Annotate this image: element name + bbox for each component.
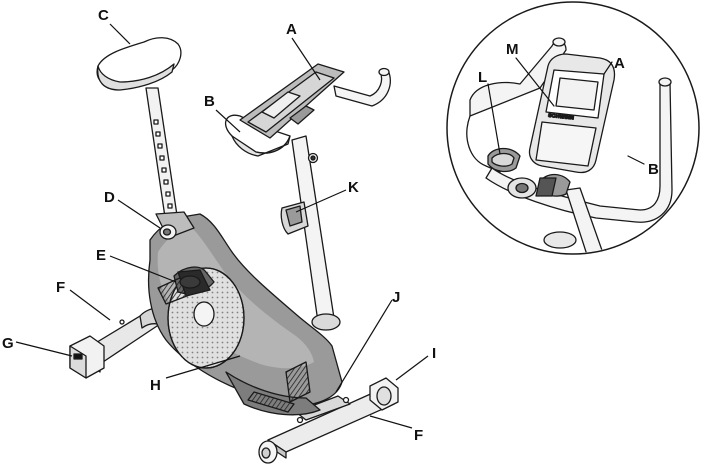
seat-assembly [97, 38, 194, 239]
leader-j [336, 300, 392, 392]
callout-h: H [150, 377, 161, 394]
exercise-bike [70, 38, 398, 463]
leader-f-front [370, 416, 412, 428]
callout-e: E [96, 247, 106, 264]
callout-c: C [98, 7, 109, 24]
leader-c [110, 24, 130, 44]
callout-b: B [204, 93, 215, 110]
leader-i [396, 356, 428, 380]
callout-k: K [348, 179, 359, 196]
callout-j: J [392, 289, 400, 306]
inset-callout-m: M [506, 41, 519, 58]
console-detail-inset: SCHWINN [447, 2, 699, 258]
inset-callout-b: B [648, 161, 659, 178]
callout-d: D [104, 189, 115, 206]
leader-f-rear [70, 290, 110, 320]
callout-a: A [286, 21, 297, 38]
inset-callout-l: L [478, 69, 487, 86]
leader-g [16, 342, 72, 356]
callout-f-rear: F [56, 279, 65, 296]
callout-f-front: F [414, 427, 423, 444]
callout-g: G [2, 335, 14, 352]
handlebar-console [226, 64, 391, 156]
leader-d [118, 200, 160, 228]
front-post [281, 136, 340, 330]
inset-callout-a: A [614, 55, 625, 72]
callout-i: I [432, 345, 436, 362]
